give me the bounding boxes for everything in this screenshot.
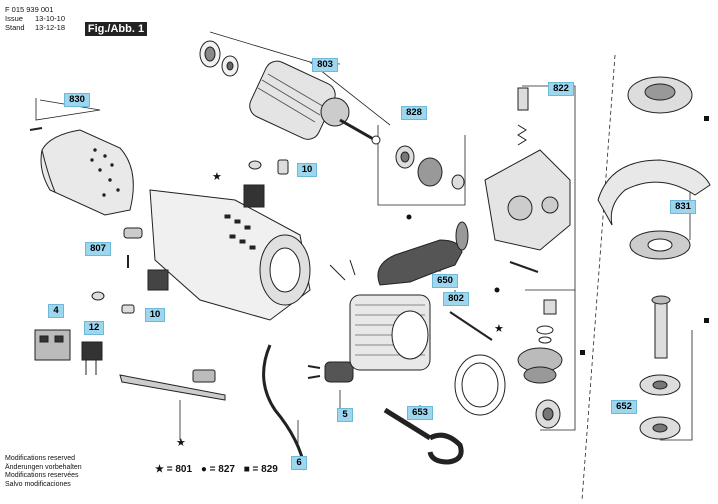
capacitor: [81, 341, 103, 375]
pin-spanner: [383, 407, 464, 465]
legend-star: ★ = 801: [155, 464, 193, 475]
mounting-flange: [639, 374, 681, 396]
screw-822: [509, 261, 539, 273]
callout-10-upper: 10: [297, 163, 317, 177]
callout-830: 830: [64, 93, 90, 107]
lock-pin: [517, 87, 529, 111]
bracket-652: [660, 330, 693, 441]
star-marker-1: ★: [212, 170, 222, 183]
callout-4: 4: [48, 304, 64, 318]
modifications-line: Modifications reservées: [5, 472, 79, 479]
modifications-notice: Modifications reserved Änderungen vorbeh…: [5, 455, 82, 489]
modifications-line: Änderungen vorbehalten: [5, 463, 82, 471]
motor-housing: [149, 189, 311, 321]
bearing-pair-top: [199, 40, 239, 77]
brush-set-lower: [91, 269, 169, 314]
rear-cover: [40, 129, 134, 216]
slider-button: [192, 369, 216, 383]
dashed-axis-right: [581, 54, 616, 501]
stand-value: 13-12-18: [35, 23, 66, 32]
bearing-flange: [627, 76, 693, 114]
figure-label: Fig./Abb. 1: [85, 22, 147, 36]
callout-822: 822: [548, 82, 574, 96]
callout-828: 828: [401, 106, 427, 120]
bracket-822b: [540, 290, 576, 431]
modifications-line: Modifications reserved: [5, 455, 76, 462]
gear-head: [484, 149, 571, 251]
callout-802: 802: [443, 292, 469, 306]
legend-dot: ● = 827: [200, 464, 235, 475]
bevel-gear: [517, 299, 563, 384]
square-marker-3: [580, 350, 585, 355]
star-marker-3: ★: [176, 436, 186, 449]
issue-value: 13-10-10: [35, 14, 66, 23]
callout-653: 653: [407, 406, 433, 420]
modifications-line: Salvo modificaciones: [5, 480, 71, 488]
wheel-guard: [597, 159, 711, 260]
stand-label: Stand: [5, 23, 25, 32]
spindle: [651, 295, 671, 359]
callout-831: 831: [670, 200, 696, 214]
callout-652: 652: [611, 400, 637, 414]
callout-803: 803: [312, 58, 338, 72]
switch-rod: [119, 374, 226, 401]
callout-12: 12: [84, 321, 104, 335]
power-plug: [307, 361, 354, 383]
spacer-ring: [454, 354, 506, 416]
callout-5: 5: [337, 408, 353, 422]
field-coil: [329, 259, 431, 371]
clip-807: [123, 227, 143, 239]
marker-legend: ★ = 801 ● = 827 ■ = 829: [155, 464, 284, 475]
legend-square: ■ = 829: [243, 464, 278, 475]
callout-6: 6: [291, 456, 307, 470]
side-handle: [377, 221, 469, 286]
long-screw: [449, 311, 493, 341]
part-number: F 015 939 001: [5, 5, 54, 14]
bearing-bottom: [535, 399, 561, 429]
dot-marker-1: [406, 214, 412, 220]
screw-830: [29, 127, 43, 131]
power-cable: [262, 344, 307, 471]
square-marker-1: [704, 116, 709, 121]
armature: [249, 60, 381, 145]
clamping-nut: [639, 416, 681, 440]
callout-650: 650: [432, 274, 458, 288]
dot-marker-2: [494, 287, 500, 293]
issue-label: Issue: [5, 14, 23, 23]
square-marker-2: [704, 318, 709, 323]
switch-unit: [34, 329, 71, 361]
callout-807: 807: [85, 242, 111, 256]
bearing-828: [395, 145, 465, 190]
star-marker-2: ★: [494, 322, 504, 335]
bracket-828: [377, 125, 466, 206]
spring: [517, 124, 527, 146]
brush-set-upper: [243, 159, 289, 208]
callout-10-lower: 10: [145, 308, 165, 322]
